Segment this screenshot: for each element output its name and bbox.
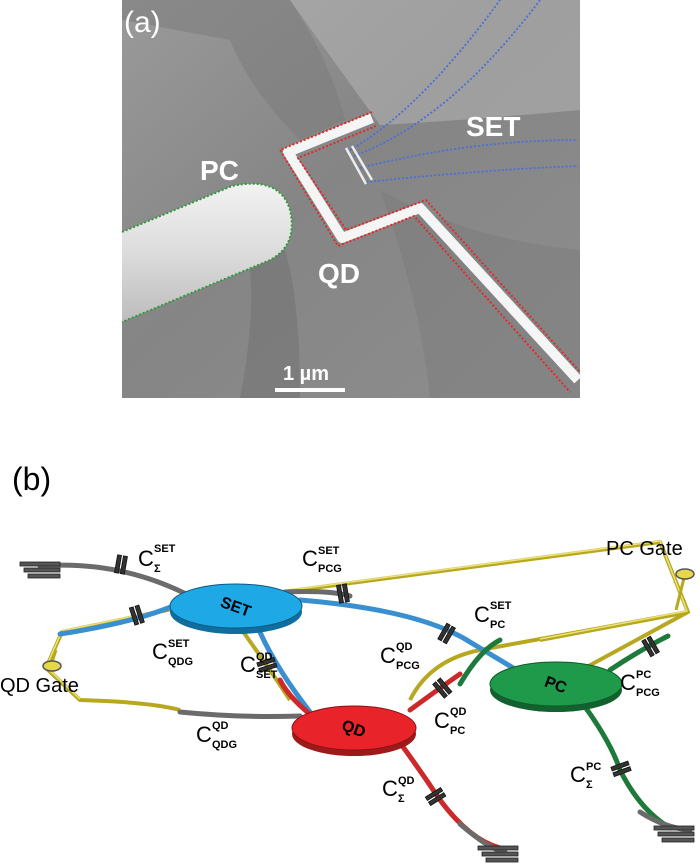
qd-gate-label: QD Gate [0, 675, 79, 697]
svg-text:C: C [152, 639, 168, 664]
svg-text:C: C [570, 762, 586, 787]
pc-to-pcg-wire [607, 633, 671, 673]
panel-b-schematic: SET QD PC PC Gate QD Gate C SET Σ C SET … [0, 538, 695, 863]
cap-label-c-sigma-qd: C QD Σ [382, 775, 415, 805]
sem-shadow-right [380, 190, 580, 398]
cap-label-c-sigma-set: C SET Σ [138, 543, 176, 575]
cap-sub: PCG [396, 660, 420, 672]
pc-gate-terminal [674, 568, 695, 611]
pc-gate-label: PC Gate [606, 538, 683, 560]
cap-sup: QD [256, 651, 273, 663]
cap-label-c-pcg-qd: C QD PCG [380, 641, 420, 672]
cap-sup: SET [318, 545, 340, 557]
qd-gate-terminal [42, 649, 62, 672]
cap-label-c-qdg-set: C SET QDG [152, 638, 193, 668]
qd-lead-wire [457, 821, 508, 855]
cap-label-c-sigma-pc: C PC Σ [570, 761, 601, 791]
sem-label-pc: PC [200, 155, 239, 186]
scalebar-label: 1 µm [283, 363, 329, 385]
node-qd: QD [291, 705, 417, 756]
panel-a-label: (a) [124, 6, 161, 39]
cap-pcg-pc-symbol [641, 635, 660, 658]
svg-text:C: C [196, 722, 212, 747]
cap-sup: SET [154, 543, 176, 555]
sem-shadow-bottom [240, 250, 300, 398]
cap-sup: SET [168, 638, 190, 650]
qd-lead-terminal [477, 845, 519, 863]
cap-label-c-pc-set: C SET PC [474, 600, 512, 631]
cap-sub: PC [490, 619, 505, 631]
cap-sigma-pc-symbol [610, 760, 632, 778]
pc-gate-wire-to-qd [408, 610, 689, 701]
set-lead-terminal [19, 561, 61, 579]
qd-wire [283, 113, 582, 384]
panel-b-label: (b) [12, 461, 51, 497]
svg-text:C: C [380, 643, 396, 668]
pc-to-pcgate-wire [457, 637, 503, 687]
cap-sub: PCG [318, 563, 342, 575]
cap-sub: PCG [636, 687, 660, 699]
cap-label-c-qdg-qd: C QD QDG [196, 720, 237, 751]
cap-sub: QDG [212, 739, 237, 751]
svg-text:C: C [138, 546, 154, 571]
cap-sub: Σ [398, 793, 405, 805]
capacitor-symbols [114, 554, 660, 807]
cap-sub: PC [450, 725, 465, 737]
cap-sup: QD [396, 641, 413, 653]
svg-text:C: C [474, 602, 490, 627]
sem-label-set: SET [466, 111, 520, 142]
set-outline-4 [365, 165, 579, 183]
cap-pc-set-symbol [437, 622, 456, 645]
set-to-pc-wire [297, 597, 523, 675]
node-pc: PC [489, 661, 623, 712]
qd-outline-inner [297, 125, 581, 373]
pc-lead-terminal [653, 825, 695, 843]
sem-bright-top [290, 0, 580, 125]
cap-pcg-qd-symbol [432, 677, 453, 699]
cap-sup: QD [450, 706, 467, 718]
svg-text:C: C [302, 546, 318, 571]
cap-label-c-pc-qd: C QD PC [434, 706, 467, 737]
set-island [344, 145, 374, 185]
qdg-to-qd-wire [177, 709, 303, 719]
set-outline-1 [349, 0, 501, 151]
cap-sup: PC [586, 761, 601, 773]
cap-sigma-qd-symbol [424, 786, 447, 807]
cap-sigma-set-symbol [114, 554, 128, 575]
sem-shadow-top [122, 0, 345, 140]
cap-sub: Σ [586, 779, 593, 791]
node-pc-label: PC [542, 674, 569, 698]
cap-sub: Σ [154, 563, 161, 575]
set-outline-2 [353, 0, 541, 157]
sem-label-qd: QD [318, 258, 360, 289]
cap-qdg-set-symbol [128, 604, 145, 626]
set-to-qd-wire-top [252, 617, 313, 715]
cap-sub: QDG [168, 656, 193, 668]
svg-text:C: C [382, 776, 398, 801]
svg-text:C: C [620, 670, 636, 695]
cap-sup: PC [636, 669, 651, 681]
node-set: SET [169, 583, 303, 634]
scalebar [275, 388, 345, 392]
pc-outline [121, 182, 293, 323]
cap-label-c-pcg-pc: C PC PCG [620, 669, 660, 699]
cap-sup: SET [490, 600, 512, 612]
svg-text:C: C [434, 708, 450, 733]
cap-sup: QD [398, 775, 415, 787]
panel-a-sem-image: (a) PC QD SET 1 µm [121, 0, 582, 398]
set-outline-3 [359, 139, 579, 169]
cap-pcg-set-symbol [336, 583, 350, 604]
cap-sub: SET [256, 669, 278, 681]
pc-electrode [122, 183, 292, 322]
svg-text:C: C [240, 652, 256, 677]
cap-sup: QD [212, 720, 229, 732]
cap-label-c-set-qd: C QD SET [240, 651, 278, 681]
cap-label-c-pcg-set: C SET PCG [302, 545, 342, 575]
qd-sigma-wire [395, 737, 503, 851]
qd-to-pc-wire [407, 671, 463, 713]
cap-set-qd-symbol [256, 656, 278, 673]
